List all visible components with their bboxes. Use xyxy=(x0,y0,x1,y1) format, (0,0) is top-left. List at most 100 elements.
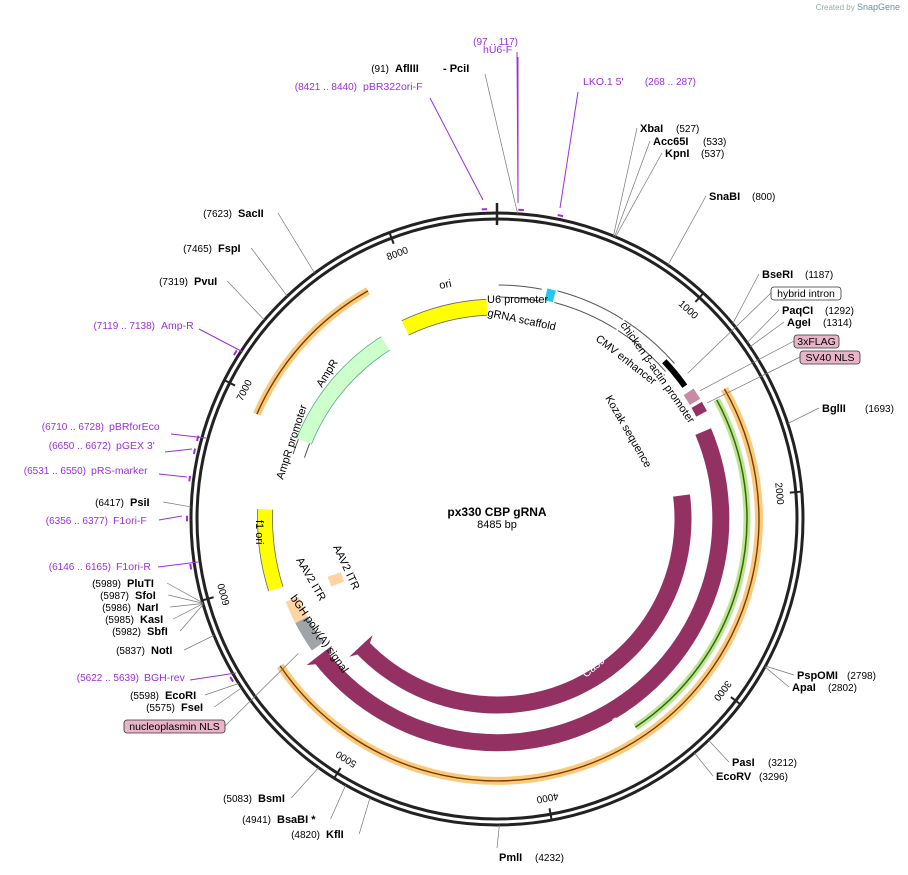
boxed-nucleoplasminnls-box xyxy=(123,719,226,734)
enzyme-pvui-pos: (7319) xyxy=(159,277,188,288)
cas9-outer-arc xyxy=(312,428,730,752)
tick-label-4000: 4000 xyxy=(535,790,559,805)
tick-2000 xyxy=(789,490,802,494)
enzyme-bsabi-pos: (4941) xyxy=(242,815,271,826)
enzyme-bglii-pos: (1693) xyxy=(865,404,894,415)
enzyme-ecori-name: EcoRI xyxy=(165,690,196,702)
ampr-line xyxy=(256,290,369,415)
enzyme-sacii-pos: (7623) xyxy=(203,209,232,220)
primer-pbr322orif-leader xyxy=(429,97,484,201)
label-ori: ori xyxy=(438,278,452,292)
enzyme-apai-name: ApaI xyxy=(792,682,816,694)
tick-label-5000: 5000 xyxy=(334,748,359,769)
enzyme-afliii-name2: - PciI xyxy=(443,63,469,75)
boxed-hybridintron-label: hybrid intron xyxy=(777,288,835,300)
itr-block-2 xyxy=(327,572,345,587)
primer-f1orif-range: (6356 .. 6377) xyxy=(46,516,108,527)
primer-bghrev-range: (5622 .. 5639) xyxy=(77,673,139,684)
enzyme-ecori-pos: (5598) xyxy=(130,691,159,702)
enzyme-noti-name: NotI xyxy=(151,645,172,657)
tick-1000 xyxy=(694,292,705,303)
boxed-sv40nls-label: SV40 NLS xyxy=(805,352,854,364)
enzyme-pluti-leader xyxy=(166,582,203,604)
enzyme-bsabi-name: BsaBI * xyxy=(277,814,316,826)
enzyme-pspomi-name: PspOMI xyxy=(797,670,838,682)
primer-f1orir-range: (6146 .. 6165) xyxy=(49,562,111,573)
enzyme-bseri-leader xyxy=(732,273,760,324)
enzyme-fspi-name: FspI xyxy=(218,243,241,255)
boxed-3xflag-box xyxy=(793,334,840,349)
enzyme-pasi-pos: (3212) xyxy=(768,758,797,769)
enzyme-psii-leader xyxy=(163,501,192,508)
enzyme-kpni-name: KpnI xyxy=(665,148,689,160)
boxed-sv40nls-box xyxy=(799,350,861,365)
primer-prsmarker-leader xyxy=(158,473,188,478)
primer-prsmarker-name: pRS-marker xyxy=(91,465,148,477)
ampr-promoter-fill xyxy=(293,439,310,458)
protein-green-line xyxy=(634,399,748,728)
label-chicken-actin-promoter: chicken β-actin promoter xyxy=(618,320,697,426)
enzyme-bsmi-pos: (5083) xyxy=(223,794,252,805)
tick-label-8000: 8000 xyxy=(385,245,410,263)
enzyme-acc65i-name: Acc65I xyxy=(653,136,688,148)
enzyme-ecorv-name: EcoRV xyxy=(716,771,752,783)
enzyme-snabi-pos: (800) xyxy=(752,192,775,203)
primer-pbr322orif-range: (8421 .. 8440) xyxy=(295,82,357,93)
enzyme-kfli-leader xyxy=(358,797,371,835)
enzyme-snabi-name: SnaBI xyxy=(709,191,740,203)
enzyme-agei-pos: (1314) xyxy=(823,318,852,329)
enzyme-kfli-pos: (4820) xyxy=(291,830,320,841)
enzyme-sbfi-leader xyxy=(179,604,204,632)
label-grna-scaffold: gRNA scaffold xyxy=(486,307,556,333)
primer-ampr-mark xyxy=(233,349,238,356)
primer-pbrforeco-name: pBRforEco xyxy=(109,421,160,433)
enzyme-afliii-leader xyxy=(484,73,518,214)
enzyme-paqci-leader xyxy=(746,309,780,343)
itr-block-1 xyxy=(285,596,308,624)
primer-f1orif-leader xyxy=(158,515,183,521)
primer-ampr-leader xyxy=(198,328,244,353)
label-f1-ori: f1 ori xyxy=(253,520,265,544)
primer-pbrforeco-mark xyxy=(195,435,200,442)
primer-pbrforeco-leader xyxy=(170,433,207,439)
u6-outline xyxy=(498,284,542,302)
label-u6-promoter: U6 promoter xyxy=(487,294,548,306)
boxed-nucleoplasminnls-leader xyxy=(224,653,299,727)
cas9-outer-arrowhead xyxy=(306,645,332,666)
enzyme-bglii-leader xyxy=(787,407,820,424)
enzyme-pasi-name: PasI xyxy=(732,757,755,769)
enzyme-bsabi-leader xyxy=(330,784,347,820)
enzyme-psii-pos: (6417) xyxy=(95,498,124,509)
enzyme-fsei-name: FseI xyxy=(181,702,203,714)
enzyme-pasi-leader xyxy=(708,739,730,763)
boxed-sv40nls-leader xyxy=(706,356,801,404)
enzyme-apai-leader xyxy=(764,666,790,688)
cds-line-outer xyxy=(279,388,760,782)
primer-hu6f-name: hU6-F xyxy=(483,44,512,56)
primer-bghrev-leader xyxy=(189,672,237,681)
f1ori-outline xyxy=(257,508,284,592)
enzyme-fsei-pos: (5575) xyxy=(146,703,175,714)
cmv-outline xyxy=(554,290,624,330)
primer-hu6f-range: (97 .. 117) xyxy=(473,37,518,48)
snapgene-logo: SnapGene xyxy=(856,2,900,12)
cas9-inner-arrowhead xyxy=(349,634,373,657)
enzyme-pmli-pos: (4232) xyxy=(535,853,564,864)
primer-bghrev-mark xyxy=(229,676,234,683)
enzyme-sfoi-pos: (5987) xyxy=(100,591,129,602)
enzyme-bseri-name: BseRI xyxy=(762,269,793,281)
enzyme-kpni-leader xyxy=(615,152,663,238)
enzyme-bsmi-name: BsmI xyxy=(258,793,285,805)
enzyme-kasi-leader xyxy=(173,603,204,620)
enzyme-noti-pos: (5837) xyxy=(116,646,145,657)
enzyme-nari-name: NarI xyxy=(137,602,158,614)
ampr-promoter-outline xyxy=(292,439,311,458)
boxed-3xflag-label: 3xFLAG xyxy=(797,336,836,348)
enzyme-ecorv-pos: (3296) xyxy=(759,772,788,783)
enzyme-pspomi-leader xyxy=(765,665,795,676)
primer-lko15-leader xyxy=(559,91,579,209)
enzyme-sacii-name: SacII xyxy=(238,208,264,220)
enzyme-paqci-pos: (1292) xyxy=(825,306,854,317)
tick-label-6000: 6000 xyxy=(216,582,233,607)
